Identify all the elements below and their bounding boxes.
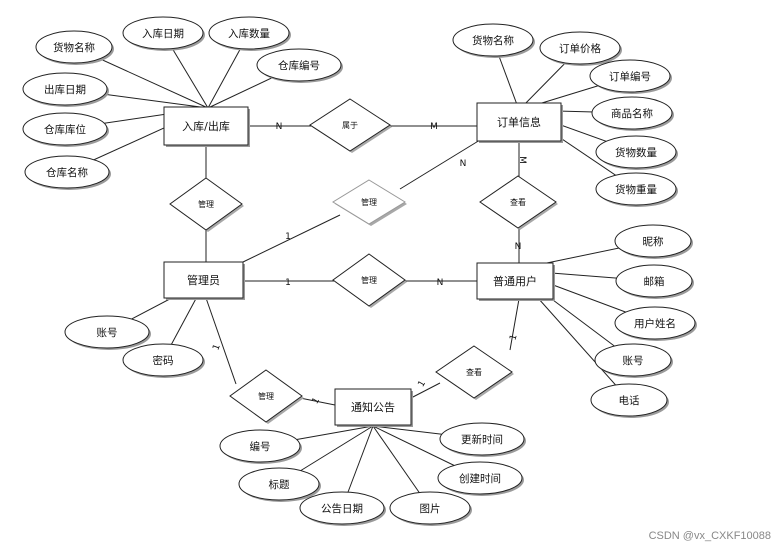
- relationship-label: 属于: [342, 121, 358, 130]
- attribute-label: 公告日期: [321, 502, 363, 515]
- attribute-a24: 图片: [389, 491, 472, 526]
- connector-line: [399, 139, 481, 190]
- relationship-r_view2: 查看: [435, 345, 514, 400]
- attribute-a20: 密码: [122, 343, 205, 378]
- attribute-a4: 仓库编号: [256, 48, 343, 83]
- attribute-a13: 货物重量: [595, 172, 678, 207]
- entity-label: 订单信息: [497, 115, 541, 129]
- attribute-a1: 货物名称: [35, 30, 114, 65]
- entity-label: 普通用户: [493, 274, 537, 288]
- attribute-a18: 电话: [590, 383, 669, 418]
- cardinality-label: N: [460, 159, 467, 169]
- relationship-r_manage4: 管理: [229, 369, 304, 424]
- cardinality-label: M: [517, 156, 527, 164]
- attribute-a26: 更新时间: [439, 422, 526, 457]
- attribute-a21: 编号: [219, 429, 302, 464]
- attribute-label: 更新时间: [461, 433, 503, 446]
- attribute-label: 仓库库位: [44, 123, 86, 136]
- cardinality-label: 1: [285, 232, 291, 242]
- attribute-label: 创建时间: [459, 472, 501, 485]
- attribute-label: 货物名称: [53, 41, 95, 54]
- attribute-a22: 标题: [238, 467, 321, 502]
- relationship-r_manage2: 管理: [332, 179, 407, 226]
- entity-e_user: 普通用户: [476, 262, 555, 301]
- attribute-label: 订单价格: [559, 42, 601, 55]
- cardinality-label: 1: [211, 343, 222, 352]
- relationship-r_manage1: 管理: [169, 177, 244, 232]
- attribute-label: 编号: [250, 440, 271, 453]
- relationship-r_manage3: 管理: [332, 253, 407, 308]
- attribute-a16: 用户姓名: [614, 306, 697, 341]
- cardinality-label: 1: [311, 396, 323, 406]
- attribute-label: 货物数量: [615, 146, 657, 159]
- attribute-a11: 商品名称: [591, 96, 674, 131]
- connector-line: [242, 214, 341, 263]
- attribute-a25: 创建时间: [437, 461, 524, 496]
- attribute-a14: 昵称: [614, 224, 693, 259]
- attribute-label: 出库日期: [44, 83, 86, 96]
- attribute-label: 货物名称: [472, 34, 514, 47]
- relationship-label: 查看: [510, 197, 526, 207]
- attribute-a3: 入库数量: [208, 16, 291, 51]
- attribute-label: 邮箱: [644, 275, 665, 288]
- attribute-label: 用户姓名: [634, 317, 676, 330]
- attribute-a15: 邮箱: [615, 264, 694, 299]
- cardinality-label: N: [515, 242, 522, 252]
- attribute-a6: 仓库库位: [22, 112, 109, 147]
- attribute-a10: 订单编号: [589, 59, 672, 94]
- attribute-a23: 公告日期: [299, 491, 386, 526]
- connector-line: [299, 397, 336, 406]
- relationship-label: 管理: [361, 197, 377, 207]
- relationship-label: 管理: [198, 199, 214, 209]
- attribute-label: 电话: [619, 394, 640, 407]
- cardinality-label: N: [276, 122, 283, 132]
- entity-e_notice: 通知公告: [334, 388, 413, 427]
- relationship-r_belong: 属于: [309, 98, 392, 153]
- attribute-label: 商品名称: [611, 107, 653, 120]
- attribute-a19: 账号: [64, 315, 151, 350]
- entity-e_order: 订单信息: [476, 102, 563, 143]
- watermark: CSDN @vx_CXKF10088: [648, 530, 771, 542]
- attribute-label: 货物重量: [615, 183, 657, 196]
- attribute-label: 密码: [153, 354, 174, 367]
- entity-label: 入库/出库: [182, 119, 230, 133]
- attribute-label: 标题: [269, 479, 290, 491]
- attribute-label: 账号: [97, 327, 118, 339]
- attribute-label: 账号: [623, 355, 644, 367]
- attribute-a7: 仓库名称: [24, 155, 111, 190]
- cardinality-label: 1: [285, 278, 291, 288]
- connector-line: [205, 297, 237, 385]
- relationship-r_view1: 查看: [479, 175, 558, 230]
- connector-line: [410, 382, 441, 399]
- attribute-a8: 货物名称: [452, 23, 535, 58]
- attribute-label: 图片: [420, 502, 441, 515]
- cardinality-label: M: [430, 122, 438, 132]
- cardinality-label: N: [437, 278, 444, 288]
- attribute-label: 仓库编号: [278, 59, 320, 72]
- attribute-label: 仓库名称: [46, 166, 88, 179]
- cardinality-label: 1: [417, 379, 429, 389]
- cardinality-label: 1: [508, 333, 519, 341]
- entity-e_stock: 入库/出库: [163, 106, 250, 147]
- relationship-label: 管理: [258, 391, 274, 401]
- attribute-label: 订单编号: [609, 70, 651, 83]
- entity-e_admin: 管理员: [163, 261, 245, 300]
- entity-label: 管理员: [187, 273, 220, 287]
- attribute-label: 昵称: [643, 235, 664, 248]
- attribute-a9: 订单价格: [539, 31, 622, 66]
- entity-label: 通知公告: [351, 400, 395, 414]
- attribute-label: 入库日期: [142, 27, 184, 40]
- connector-line: [509, 298, 520, 351]
- relationship-label: 管理: [361, 275, 377, 285]
- attribute-a5: 出库日期: [22, 72, 109, 107]
- attribute-a17: 账号: [594, 343, 673, 378]
- attribute-label: 入库数量: [228, 27, 270, 40]
- relationship-label: 查看: [466, 367, 482, 377]
- attribute-a2: 入库日期: [122, 16, 205, 51]
- attribute-a12: 货物数量: [595, 135, 678, 170]
